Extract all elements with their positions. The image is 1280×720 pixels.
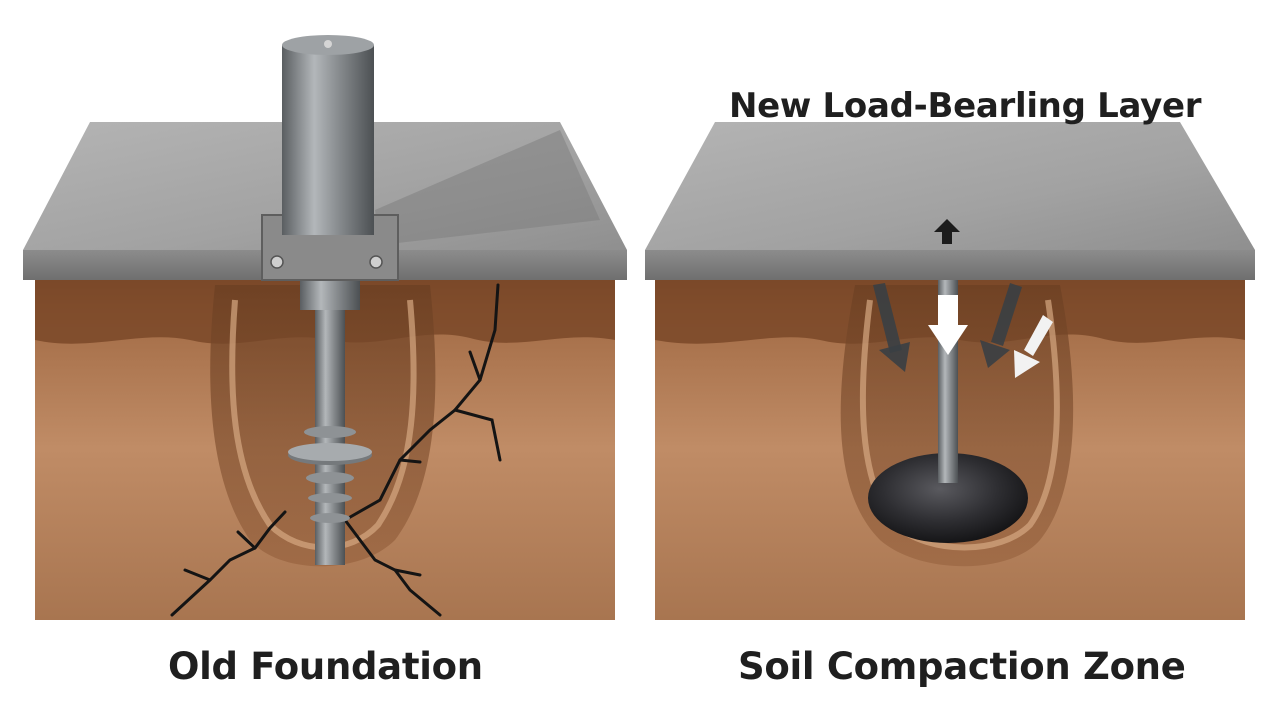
hole-rim-right [859,299,1060,551]
soil-cracks [170,283,502,617]
down-arrow-icon [873,283,910,372]
bracket-bolt [369,255,383,269]
up-arrow-icon [934,219,960,244]
slab-front-right [645,250,1255,280]
compaction-block [645,122,1255,620]
down-arrow-icon [928,295,968,355]
new-load-bearing-layer-label: New Load-Bearling Layer [729,86,1202,126]
helical-pier [288,280,372,565]
grout-bulb [868,453,1028,543]
down-arrow-icon [980,283,1022,368]
down-arrow-icon [1014,315,1053,378]
bracket-bolt [270,255,284,269]
soil-compaction-zone-label: Soil Compaction Zone [738,645,1186,688]
old-foundation-label: Old Foundation [168,645,483,688]
steel-column [282,45,374,235]
column-shadow [375,130,600,245]
old-foundation-block [23,35,627,620]
slab-top-right [645,122,1255,250]
